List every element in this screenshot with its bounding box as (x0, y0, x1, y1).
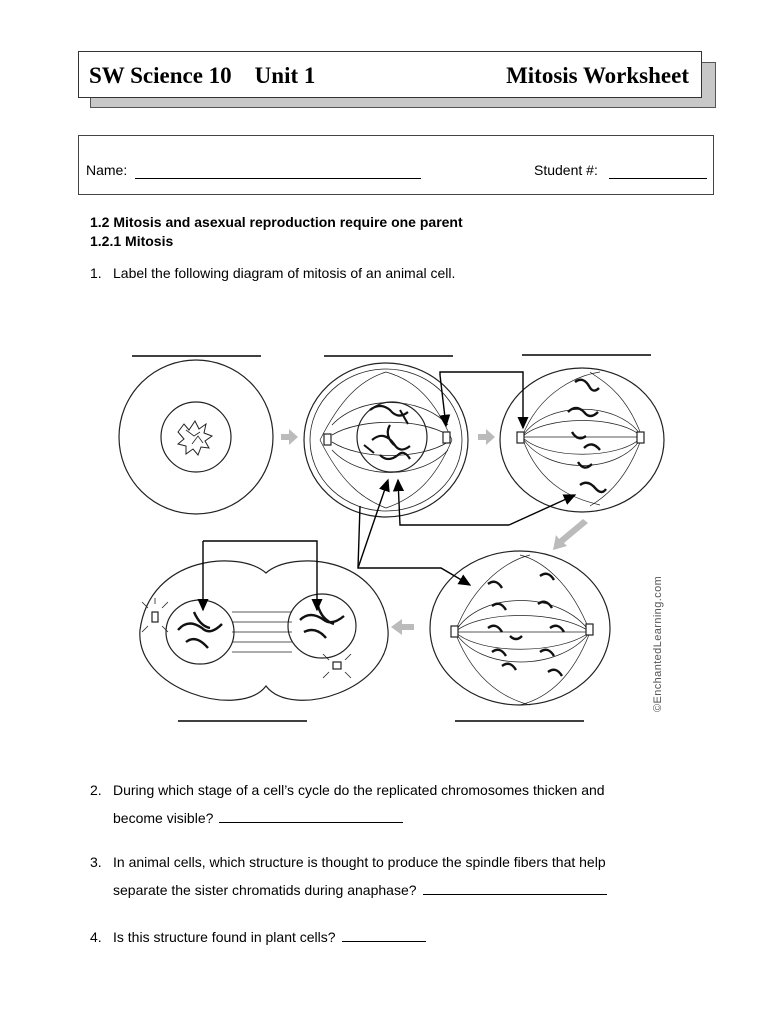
stage-arrows (281, 429, 588, 635)
metaphase-cell (499, 367, 665, 513)
question-number: 3. (90, 854, 102, 870)
mitosis-diagram (118, 354, 665, 722)
prophase-cell (303, 362, 469, 518)
section-subheading: 1.2.1 Mitosis (90, 233, 174, 249)
question-number: 1. (90, 265, 102, 281)
label-blanks (132, 354, 651, 722)
label-pointers (197, 371, 577, 612)
student-number-field[interactable] (609, 178, 707, 179)
answer-blank[interactable] (341, 927, 426, 942)
question-text-line1: During which stage of a cell’s cycle do … (113, 782, 605, 798)
question-number: 4. (90, 929, 102, 945)
section-heading: 1.2 Mitosis and asexual reproduction req… (90, 214, 463, 230)
question-text-line2: separate the sister chromatids during an… (113, 882, 417, 898)
answer-blank[interactable] (219, 808, 404, 823)
question-number: 2. (90, 782, 102, 798)
question-text-line2: become visible? (113, 810, 214, 826)
name-field[interactable] (135, 178, 421, 179)
interphase-cell (118, 359, 274, 515)
question-text: Label the following diagram of mitosis o… (113, 265, 456, 281)
course-title: SW Science 10 Unit 1 (89, 63, 316, 88)
name-label: Name: (86, 162, 128, 178)
worksheet-title: Mitosis Worksheet (506, 63, 689, 88)
image-credit: ©EnchantedLearning.com (652, 575, 664, 712)
student-info-box: Name: Student #: (78, 135, 714, 195)
anaphase-cell (429, 550, 611, 706)
question-text-line1: Is this structure found in plant cells? (113, 929, 336, 945)
question-text-line1: In animal cells, which structure is thou… (113, 854, 606, 870)
title-banner: SW Science 10 Unit 1 Mitosis Worksheet (78, 51, 702, 98)
student-number-label: Student #: (534, 162, 598, 178)
answer-blank[interactable] (422, 880, 607, 895)
telophase-cell (139, 560, 389, 701)
